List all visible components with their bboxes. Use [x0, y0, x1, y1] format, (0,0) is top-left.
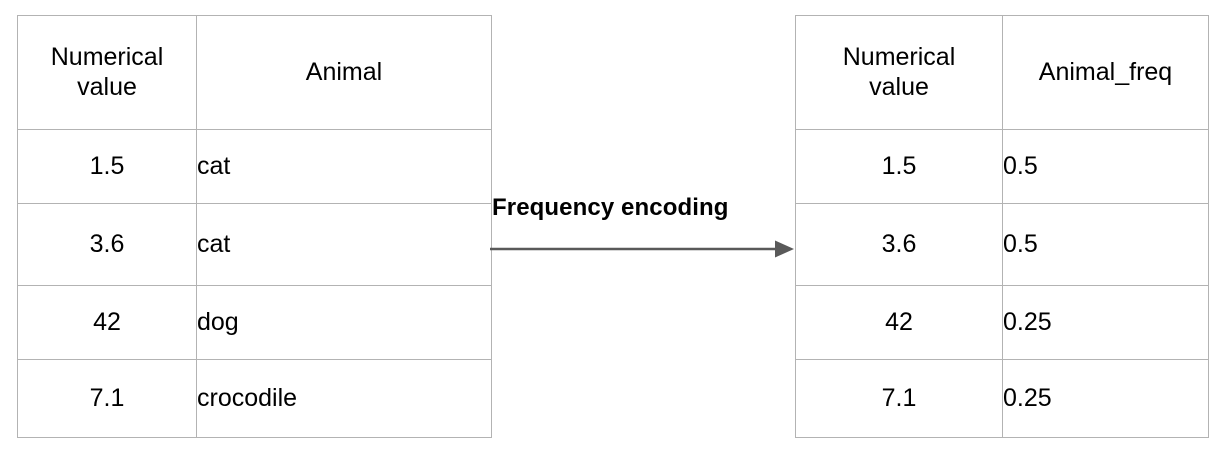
transform-label: Frequency encoding: [492, 194, 729, 221]
header-line-2: value: [869, 72, 929, 101]
table-row: 42 dog: [17, 285, 492, 360]
source-cell-animal: crocodile: [196, 359, 492, 438]
encoded-cell-numerical-value: 1.5: [795, 129, 1003, 204]
source-cell-numerical-value: 42: [17, 285, 197, 360]
table-row: 42 0.25: [795, 285, 1209, 360]
source-header-numerical-value: Numerical value: [17, 15, 197, 130]
encoded-cell-numerical-value: 7.1: [795, 359, 1003, 438]
encoded-cell-animal-freq: 0.5: [1002, 203, 1209, 286]
source-cell-animal: dog: [196, 285, 492, 360]
source-header-animal: Animal: [196, 15, 492, 130]
table-header-row: Numerical value Animal: [17, 15, 492, 130]
encoded-header-animal-freq: Animal_freq: [1002, 15, 1209, 130]
source-cell-animal: cat: [196, 203, 492, 286]
header-line-1: Numerical: [50, 43, 164, 71]
encoded-table: Numerical value Animal_freq 1.5 0.5 3.6 …: [795, 15, 1209, 438]
table-row: 1.5 0.5: [795, 129, 1209, 204]
header-line-2: value: [77, 72, 137, 101]
encoded-cell-numerical-value: 42: [795, 285, 1003, 360]
table-row: 7.1 crocodile: [17, 359, 492, 438]
source-table: Numerical value Animal 1.5 cat 3.6 cat 4…: [17, 15, 492, 438]
table-row: 1.5 cat: [17, 129, 492, 204]
encoded-header-numerical-value: Numerical value: [795, 15, 1003, 130]
table-row: 3.6 cat: [17, 203, 492, 286]
encoded-cell-animal-freq: 0.25: [1002, 285, 1209, 360]
source-cell-animal: cat: [196, 129, 492, 204]
table-row: 7.1 0.25: [795, 359, 1209, 438]
arrow-right-icon: [490, 240, 794, 258]
encoded-cell-numerical-value: 3.6: [795, 203, 1003, 286]
source-cell-numerical-value: 3.6: [17, 203, 197, 286]
source-cell-numerical-value: 7.1: [17, 359, 197, 438]
source-cell-numerical-value: 1.5: [17, 129, 197, 204]
encoded-cell-animal-freq: 0.25: [1002, 359, 1209, 438]
table-header-row: Numerical value Animal_freq: [795, 15, 1209, 130]
table-row: 3.6 0.5: [795, 203, 1209, 286]
encoded-cell-animal-freq: 0.5: [1002, 129, 1209, 204]
header-line-1: Numerical: [842, 43, 956, 71]
